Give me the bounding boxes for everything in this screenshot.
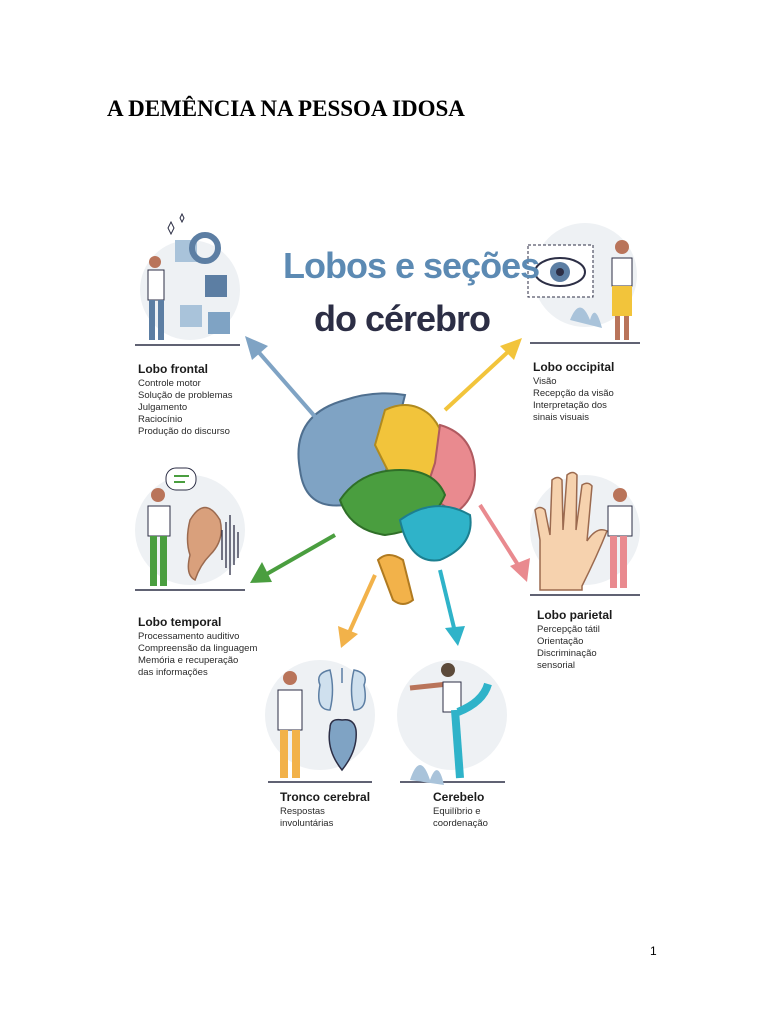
section-item: Visão [533, 376, 614, 388]
section-item: das informações [138, 667, 257, 679]
occipital-illustration [528, 223, 640, 343]
section-title: Lobo frontal [138, 362, 233, 376]
section-item: Produção do discurso [138, 426, 233, 438]
temporal-arrow [250, 535, 335, 583]
section-item: sensorial [537, 660, 612, 672]
section-lobo-frontal: Lobo frontal Controle motor Solução de p… [138, 362, 233, 438]
occipital-arrow [445, 338, 522, 410]
infographic-title-line2: do cérebro [314, 298, 490, 340]
cerebelo-illustration [397, 660, 507, 785]
section-item: sinais visuais [533, 412, 614, 424]
section-item: Memória e recuperação [138, 655, 257, 667]
section-lobo-occipital: Lobo occipital Visão Recepção da visão I… [533, 360, 614, 424]
section-item: Compreensão da linguagem [138, 643, 257, 655]
section-title: Lobo occipital [533, 360, 614, 374]
section-item: Raciocínio [138, 414, 233, 426]
section-item: Orientação [537, 636, 612, 648]
frontal-arrow [245, 336, 318, 420]
section-lobo-parietal: Lobo parietal Percepção tátil Orientação… [537, 608, 612, 672]
section-title: Lobo temporal [138, 615, 257, 629]
section-title: Tronco cerebral [280, 790, 370, 804]
parietal-arrow [480, 505, 530, 582]
section-item: Respostas [280, 806, 370, 818]
section-item: Recepção da visão [533, 388, 614, 400]
section-item: coordenação [433, 818, 488, 830]
tronco-arrow [338, 575, 375, 648]
section-item: Processamento auditivo [138, 631, 257, 643]
section-item: involuntárias [280, 818, 370, 830]
document-title: A DEMÊNCIA NA PESSOA IDOSA [107, 96, 465, 122]
section-item: Solução de problemas [138, 390, 233, 402]
infographic-title-line1: Lobos e seções [283, 245, 539, 287]
section-item: Julgamento [138, 402, 233, 414]
parietal-illustration [530, 473, 640, 596]
brain [298, 393, 475, 604]
section-item: Interpretação dos [533, 400, 614, 412]
cerebelo-arrow [440, 570, 465, 646]
section-item: Controle motor [138, 378, 233, 390]
tronco-illustration [265, 660, 375, 782]
section-item: Percepção tátil [537, 624, 612, 636]
section-title: Lobo parietal [537, 608, 612, 622]
frontal-illustration [135, 214, 240, 345]
section-cerebelo: Cerebelo Equilíbrio e coordenação [433, 790, 488, 830]
section-title: Cerebelo [433, 790, 488, 804]
temporal-illustration [135, 468, 245, 590]
section-lobo-temporal: Lobo temporal Processamento auditivo Com… [138, 615, 257, 679]
section-item: Discriminação [537, 648, 612, 660]
section-tronco-cerebral: Tronco cerebral Respostas involuntárias [280, 790, 370, 830]
section-item: Equilíbrio e [433, 806, 488, 818]
page-number: 1 [650, 944, 657, 958]
